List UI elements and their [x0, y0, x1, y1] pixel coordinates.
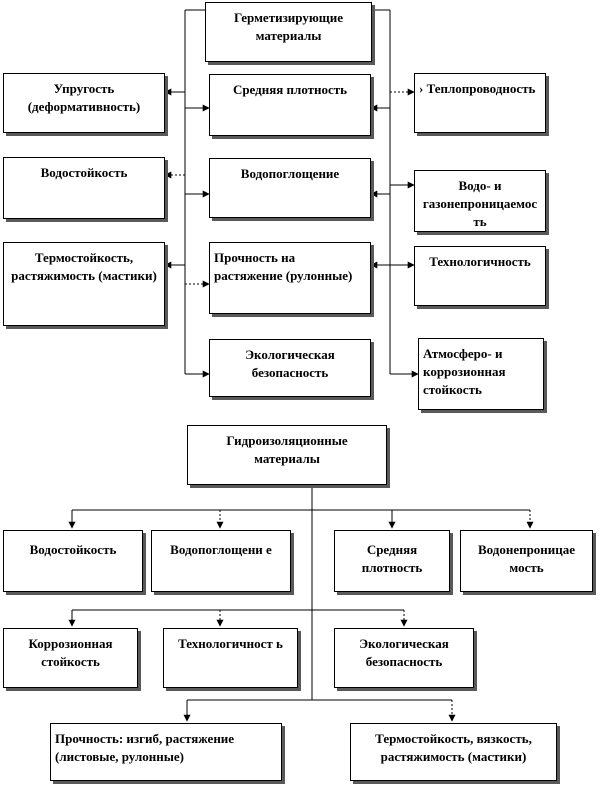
right-box-label: Технологичность — [429, 254, 531, 269]
center-box-density: Средняя плотность — [209, 74, 371, 136]
right-box-label: Атмосферо- и коррозионная стойкость — [423, 346, 506, 398]
sealants-title: Герметизирующие материалы — [233, 10, 344, 44]
waterproofing-title: Гидроизоляционные материалы — [226, 433, 348, 467]
row1-box-density: Средняя плотность — [334, 530, 450, 592]
center-box-label: Средняя плотность — [232, 82, 348, 97]
row3-box-heat-resistance: Термостойкость, вязкость, растяжимость (… — [350, 723, 557, 781]
row1-box-water-absorption: Водопоглощени е — [151, 530, 291, 592]
right-box-impermeability: Водо- и газонепроницаемос ть — [414, 170, 546, 232]
row1-box-label: Средняя плотность — [361, 542, 423, 576]
row3-box-label: Прочность: изгиб, растяжение (листовые, … — [55, 731, 235, 765]
row1-box-label: Водонепроницае мость — [477, 542, 576, 576]
right-box-thermal-conductivity: › Теплопроводность — [414, 73, 546, 133]
right-box-label: Водо- и газонепроницаемос ть — [422, 178, 538, 230]
left-box-elasticity: Упругость (деформативность) — [3, 73, 165, 133]
center-box-label: Водопоглощение — [240, 166, 340, 181]
left-box-label: Водостойкость — [40, 165, 128, 180]
sealants-title-box: Герметизирующие материалы — [205, 2, 372, 62]
row3-box-strength: Прочность: изгиб, растяжение (листовые, … — [50, 723, 282, 781]
row3-box-label: Термостойкость, вязкость, растяжимость (… — [375, 731, 532, 765]
row1-box-impermeability: Водонепроницае мость — [460, 530, 593, 592]
center-box-label: Прочность на растяжение (рулонные) — [214, 250, 353, 284]
center-box-tensile-strength: Прочность на растяжение (рулонные) — [209, 242, 371, 314]
center-box-water-absorption: Водопоглощение — [209, 158, 371, 218]
center-box-label: Экологическая безопасность — [245, 347, 335, 381]
row1-box-label: Водопоглощени е — [170, 542, 272, 557]
row2-box-corrosion-resistance: Коррозионная стойкость — [3, 628, 138, 688]
left-box-label: Упругость (деформативность) — [27, 81, 141, 115]
row2-box-eco-safety: Экологическая безопасность — [334, 628, 474, 688]
left-box-heat-resistance: Термостойкость, растяжимость (мастики) — [3, 242, 165, 326]
waterproofing-title-box: Гидроизоляционные материалы — [187, 425, 387, 485]
row2-box-label: Коррозионная стойкость — [28, 636, 113, 670]
left-box-label: Термостойкость, растяжимость (мастики) — [11, 250, 157, 284]
right-box-atmospheric-resistance: Атмосферо- и коррозионная стойкость — [418, 338, 544, 410]
right-box-label: › Теплопроводность — [419, 81, 536, 96]
row2-box-label: Экологическая безопасность — [359, 636, 449, 670]
row2-box-label: Технологичност ь — [178, 636, 283, 651]
right-box-manufacturability: Технологичность — [414, 246, 546, 306]
row2-box-manufacturability: Технологичност ь — [163, 628, 298, 688]
center-box-eco-safety: Экологическая безопасность — [209, 339, 371, 397]
row1-box-label: Водостойкость — [29, 542, 117, 557]
row1-box-water-resistance: Водостойкость — [3, 530, 143, 592]
left-box-water-resistance: Водостойкость — [3, 157, 165, 219]
